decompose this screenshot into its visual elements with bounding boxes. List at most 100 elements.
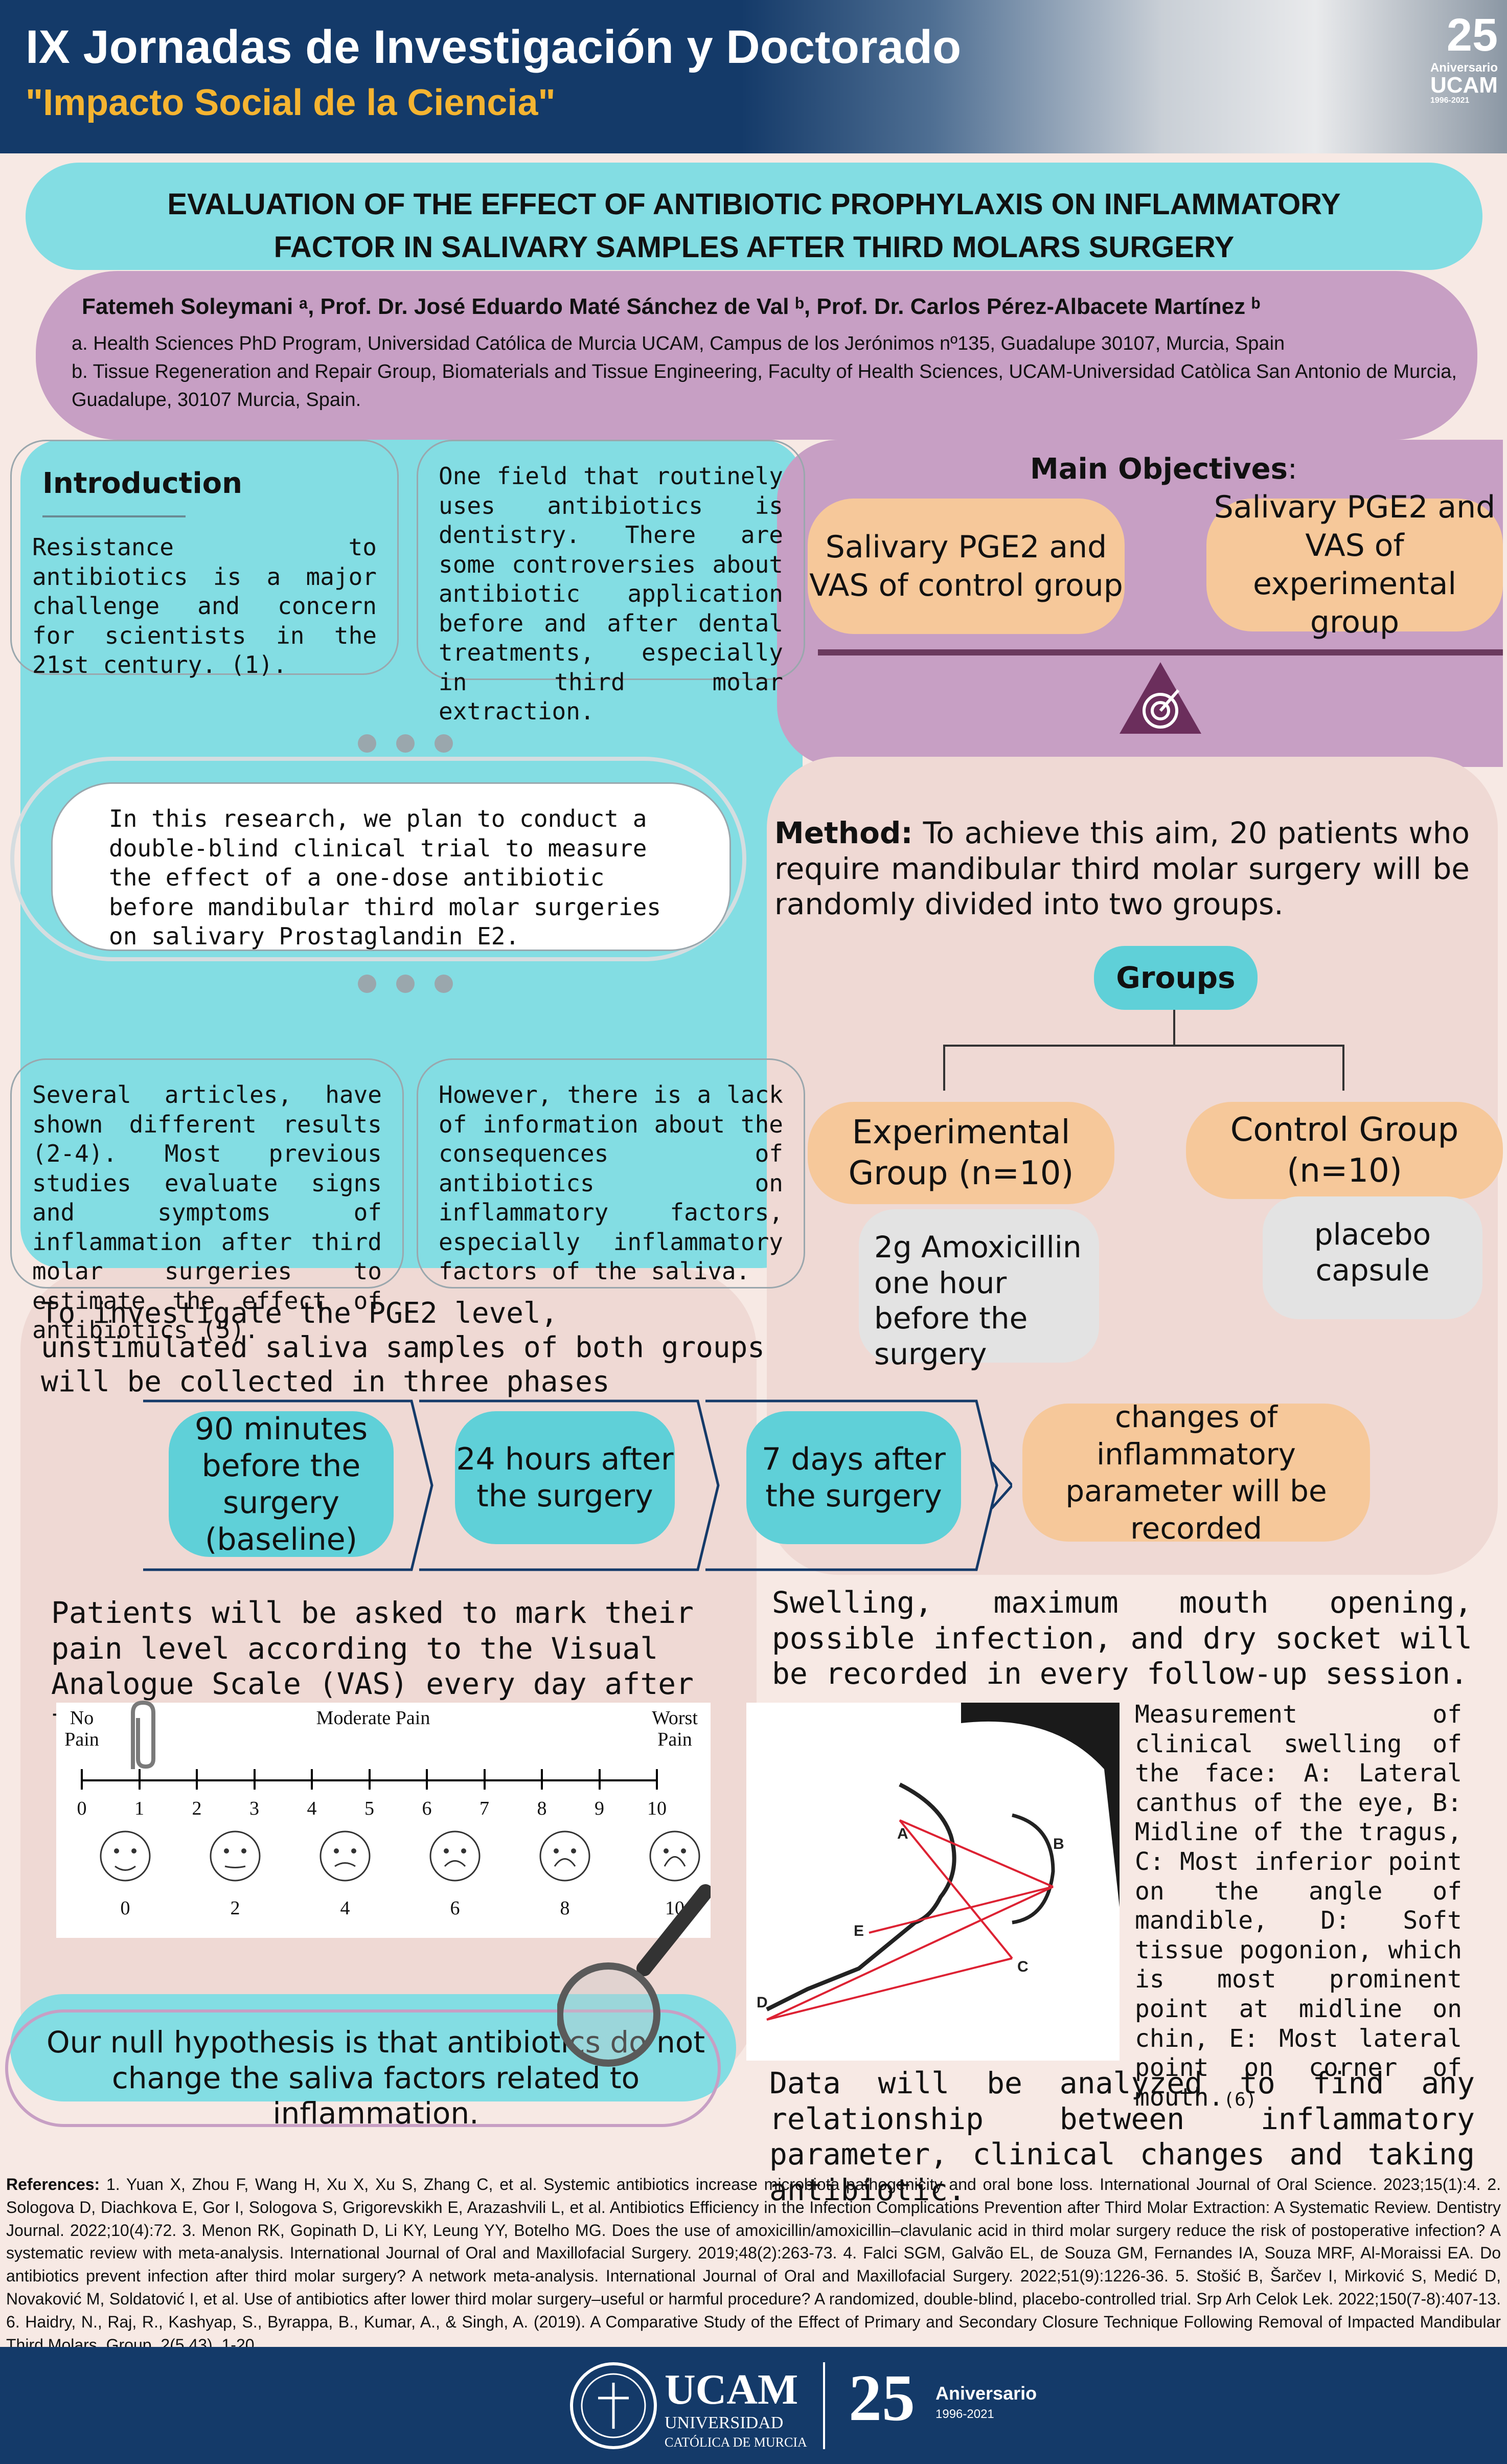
method-label: Method:: [774, 816, 913, 850]
pain-face-label: 8: [560, 1897, 570, 1919]
anniversary-logo: 25 Aniversario UCAM 1996-2021: [1375, 9, 1498, 105]
tree-connector: [943, 1045, 945, 1091]
vas-tick-label: 7: [480, 1798, 489, 1819]
references: References: 1. Yuan X, Zhou F, Wang H, X…: [6, 2173, 1501, 2356]
objectives-colon: :: [1287, 453, 1297, 486]
phase-24h: 24 hours after the surgery: [455, 1411, 675, 1544]
pain-face-icon: [319, 1830, 371, 1882]
method-text: Method: To achieve this aim, 20 patients…: [774, 816, 1470, 922]
objectives-heading-text: Main Objectives: [1030, 453, 1288, 486]
swelling-caption: Measurement of clinical swelling of the …: [1135, 1700, 1462, 2112]
intro-p3: In this research, we plan to conduct a d…: [109, 805, 661, 950]
vas-no-pain: No Pain: [64, 1707, 99, 1750]
header-photo: [741, 0, 1507, 153]
footer: UCAM UNIVERSIDAD CATÓLICA DE MURCIA 25 A…: [0, 2347, 1507, 2464]
connector-dot: [358, 734, 376, 753]
vas-tick-label: 0: [77, 1798, 87, 1819]
method-body: To achieve this aim, 20 patients who req…: [774, 816, 1470, 922]
vas-tick-label: 3: [249, 1798, 259, 1819]
vas-tick: [541, 1769, 543, 1790]
pain-face-icon: [429, 1830, 481, 1882]
face-point-label: C: [1017, 1958, 1029, 1975]
footer-divider: [823, 2362, 825, 2449]
references-text: 1. Yuan X, Zhou F, Wang H, Xu X, Xu S, Z…: [6, 2175, 1501, 2354]
vas-tick: [426, 1769, 428, 1790]
intro-p5: However, there is a lack of information …: [439, 1081, 783, 1285]
vas-tick: [81, 1769, 83, 1790]
balance-beam: [818, 649, 1503, 655]
caption-text: Measurement of clinical swelling of the …: [1135, 1700, 1462, 2112]
pain-face-label: 4: [340, 1897, 350, 1919]
articles-card: Several articles, have shown different r…: [10, 1058, 404, 1344]
phase-arrows: [143, 1399, 1012, 1571]
connector-dot: [396, 975, 415, 993]
vas-tick-label: 10: [647, 1798, 667, 1819]
vas-tick: [598, 1769, 601, 1790]
phase-result: changes of inflammatory parameter will b…: [1022, 1399, 1370, 1546]
lower-left-panel-bg: [20, 1268, 757, 2086]
logo-number: 25: [1446, 10, 1498, 61]
affiliation-a: a. Health Sciences PhD Program, Universi…: [72, 333, 1285, 354]
connector-dot: [435, 734, 453, 753]
intro-p1: Resistance to antibiotics is a major cha…: [32, 533, 377, 679]
swelling-text: Swelling, maximum mouth opening, possibl…: [772, 1585, 1472, 1691]
footer-ucam: UCAM: [665, 2366, 798, 2413]
vas-tick: [196, 1769, 198, 1790]
vas-moderate: Moderate Pain: [316, 1707, 430, 1729]
tree-connector: [1173, 1010, 1175, 1046]
intro-heading: Introduction: [42, 467, 243, 500]
dentistry-card: One field that routinely uses antibiotic…: [417, 440, 805, 725]
footer-universidad: UNIVERSIDAD: [665, 2413, 784, 2432]
title-line-2: FACTOR IN SALIVARY SAMPLES AFTER THIRD M…: [273, 231, 1235, 264]
pain-face-label: 2: [230, 1897, 240, 1919]
phase-7d: 7 days after the surgery: [746, 1411, 961, 1544]
title-line-1: EVALUATION OF THE EFFECT OF ANTIBIOTIC P…: [167, 188, 1341, 221]
phase-baseline: 90 minutes before the surgery (baseline): [169, 1411, 394, 1557]
vas-tick-label: 5: [364, 1798, 374, 1819]
intro-p2: One field that routinely uses antibiotic…: [439, 462, 783, 725]
intro-card: Introduction Resistance to antibiotics i…: [10, 440, 399, 679]
intro-p4: Several articles, have shown different r…: [32, 1081, 382, 1344]
vas-tick: [656, 1769, 658, 1790]
university-seal-icon: [570, 2362, 657, 2449]
conference-subtitle: "Impacto Social de la Ciencia": [26, 82, 556, 123]
title-bubble: [26, 163, 1482, 270]
hypothesis-text: Our null hypothesis is that antibiotics …: [46, 2025, 705, 2131]
control-group: Control Group (n=10): [1186, 1102, 1503, 1199]
analysis-text: Data will be analyzed to find any relati…: [769, 2066, 1475, 2207]
pain-face-label: 6: [450, 1897, 460, 1919]
paperclip-icon: [131, 1700, 155, 1769]
vas-tick-label: 6: [422, 1798, 432, 1819]
vas-tick-label: 4: [307, 1798, 317, 1819]
tree-connector: [943, 1045, 1344, 1047]
control-detail: placebo capsule: [1263, 1196, 1482, 1319]
research-ring: [10, 757, 746, 961]
experimental-group: Experimental Group (n=10): [808, 1102, 1114, 1204]
vas-tick: [368, 1769, 371, 1790]
vas-tick-label: 2: [192, 1798, 202, 1819]
connector-dot: [435, 975, 453, 993]
research-card: In this research, we plan to conduct a d…: [51, 782, 731, 951]
vas-tick-label: 8: [537, 1798, 547, 1819]
target-icon: [1120, 662, 1201, 734]
face-measurement-image: [746, 1703, 1120, 2061]
face-point-label: A: [897, 1825, 908, 1842]
pain-face-icon: [539, 1830, 590, 1882]
footer-catolica: CATÓLICA DE MURCIA: [665, 2435, 807, 2450]
conference-title: IX Jornadas de Investigación y Doctorado: [26, 21, 962, 73]
logo-ucam: UCAM: [1430, 73, 1498, 98]
face-point-label: B: [1053, 1836, 1064, 1852]
pain-face-icon: [649, 1830, 700, 1882]
face-point-label: E: [854, 1923, 864, 1939]
footer-aniversario: Aniversario: [935, 2383, 1037, 2404]
vas-tick-label: 9: [595, 1798, 604, 1819]
pain-face-icon: [100, 1830, 151, 1882]
vas-tick: [483, 1769, 486, 1790]
connector-dot: [358, 975, 376, 993]
face-point-label: D: [757, 1994, 768, 2011]
authors: Fatemeh Soleymani ᵃ, Prof. Dr. José Edua…: [82, 294, 1261, 319]
caption-ref: (6): [1223, 2089, 1257, 2110]
objective-control: Salivary PGE2 and VAS of control group: [808, 499, 1125, 634]
connector-dot: [396, 734, 415, 753]
